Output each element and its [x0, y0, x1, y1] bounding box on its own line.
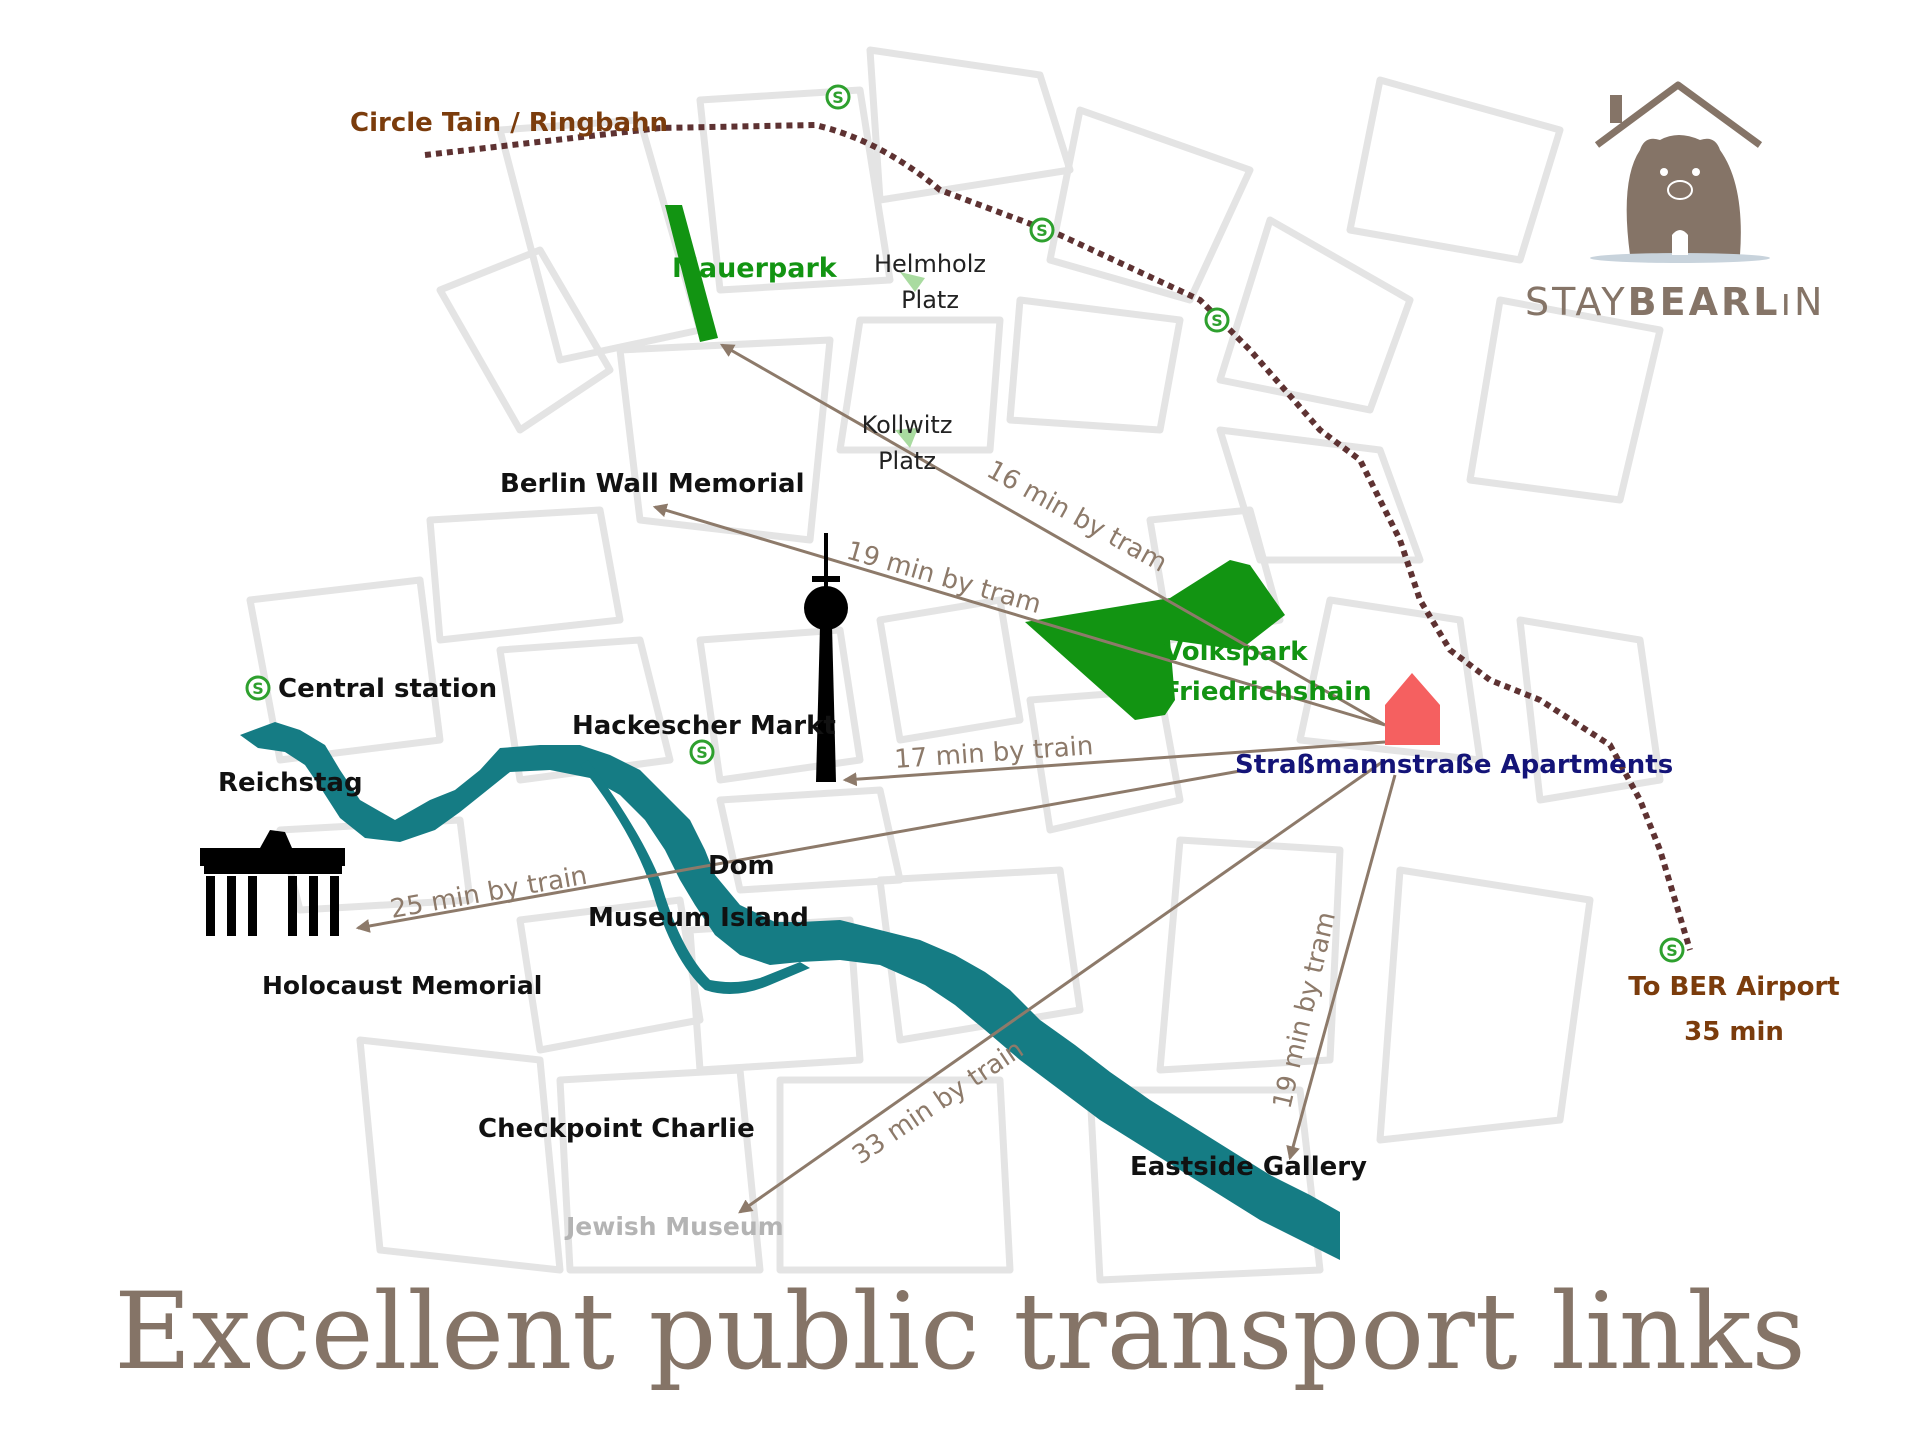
- label-apartment: Straßmannstraße Apartments: [1235, 750, 1673, 780]
- sbahn-icon: S: [245, 675, 271, 701]
- route-arrow-eastside: [1286, 774, 1397, 1161]
- sbahn-icon: S: [689, 739, 715, 765]
- sbahn-icon: S: [1659, 937, 1685, 963]
- route-arrows: [355, 343, 1397, 1214]
- brandenburg-gate-icon: [200, 830, 345, 936]
- mauerpark-shape: [665, 205, 718, 342]
- brand-name-part1: STAY: [1525, 280, 1628, 324]
- brand-name: STAYBEARLıN: [1525, 280, 1825, 324]
- brand-name-part3: N: [1794, 280, 1825, 324]
- route-arrow-tv-tower: [842, 740, 1386, 787]
- svg-text:S: S: [1036, 221, 1048, 240]
- river-branch: [580, 760, 810, 994]
- svg-text:S: S: [1666, 941, 1678, 960]
- label-airport-line1: To BER Airport: [1628, 972, 1839, 1002]
- label-hackescher: Hackescher Markt: [572, 711, 836, 741]
- brand-name-separator: ı: [1780, 280, 1794, 324]
- svg-text:S: S: [252, 679, 264, 698]
- label-helmholz-line1: Helmholz: [874, 250, 986, 278]
- route-arrow-mauerpark: [719, 343, 1386, 727]
- label-airport-line2: 35 min: [1684, 1017, 1784, 1047]
- label-museum-island: Museum Island: [588, 903, 809, 933]
- house-icon: [1385, 673, 1440, 745]
- route-arrow-brandenburg-gate: [355, 769, 1241, 933]
- route-label-mauerpark: 16 min by tram: [982, 455, 1172, 579]
- label-volkspark-line2: Friedrichshain: [1163, 677, 1372, 707]
- sbahn-icon: S: [825, 84, 851, 110]
- svg-text:S: S: [1211, 311, 1223, 330]
- sbahn-icon: S: [1029, 217, 1055, 243]
- label-reichstag: Reichstag: [218, 768, 363, 798]
- tv-tower-icon: [804, 533, 848, 782]
- bear-logo-icon: [1590, 81, 1770, 263]
- label-central-station: Central station: [278, 674, 497, 704]
- helmholz-park-shape: [900, 272, 925, 292]
- sbahn-icon: S: [1204, 307, 1230, 333]
- ringbahn-label: Circle Tain / Ringbahn: [350, 108, 668, 138]
- route-arrow-jewish-museum: [738, 758, 1386, 1214]
- svg-text:S: S: [832, 88, 844, 107]
- label-kollwitz-line1: Kollwitz: [862, 411, 953, 439]
- kollwitz-park-shape: [895, 428, 918, 448]
- label-volkspark-line1: Volkspark: [1163, 637, 1308, 667]
- label-jewish-museum: Jewish Museum: [564, 1212, 784, 1241]
- label-helmholz-line2: Platz: [901, 286, 959, 314]
- ringbahn-line: [424, 121, 1693, 951]
- route-arrow-wall-memorial: [652, 503, 1386, 727]
- label-kollwitz-line2: Platz: [878, 447, 936, 475]
- label-eastside: Eastside Gallery: [1130, 1152, 1367, 1182]
- label-mauerpark: Mauerpark: [672, 253, 838, 284]
- volkspark-shape: [1025, 560, 1285, 720]
- label-checkpoint: Checkpoint Charlie: [478, 1114, 755, 1144]
- label-dom: Dom: [708, 851, 775, 881]
- label-wall-memorial: Berlin Wall Memorial: [500, 469, 804, 499]
- brand-name-part2: BEARL: [1628, 280, 1781, 324]
- svg-text:S: S: [696, 743, 708, 762]
- label-holocaust: Holocaust Memorial: [262, 971, 542, 1000]
- page-headline: Excellent public transport links: [114, 1270, 1806, 1393]
- street-grid: [246, 46, 1664, 1284]
